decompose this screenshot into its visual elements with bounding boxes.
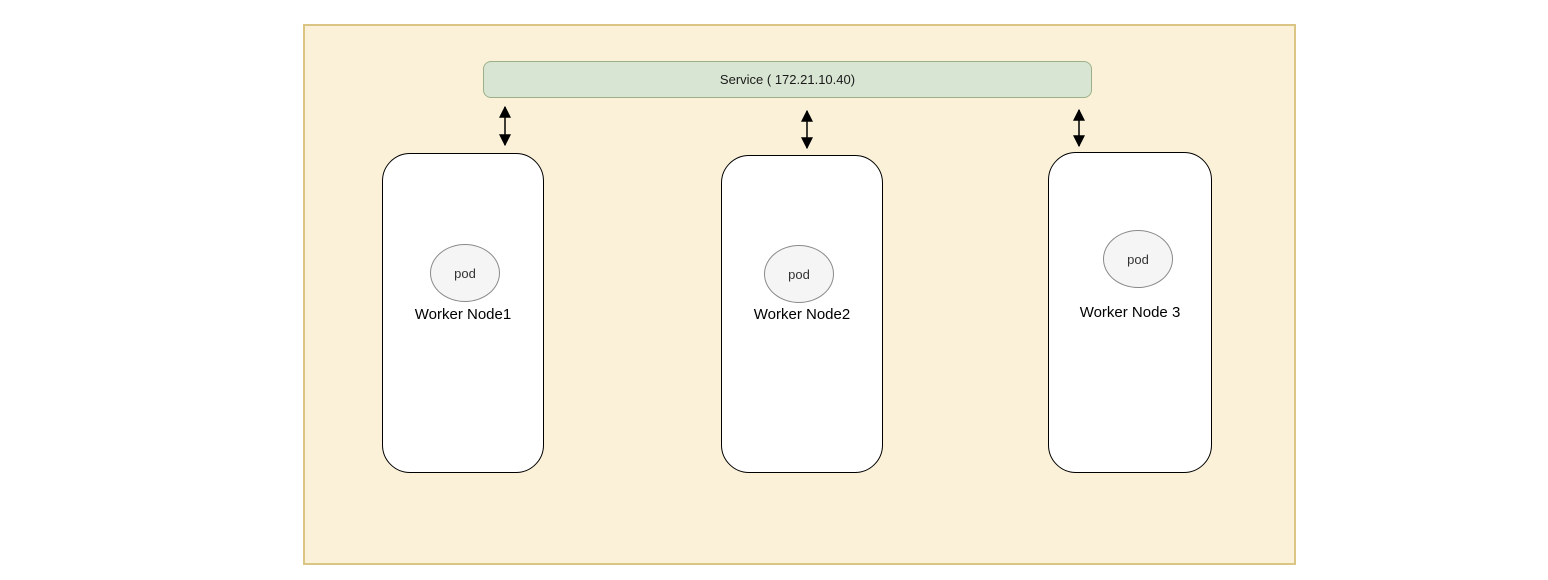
service-label: Service ( 172.21.10.40) [719, 72, 856, 87]
pod-circle-node3: pod [1103, 230, 1173, 288]
service-box: Service ( 172.21.10.40) [483, 61, 1092, 98]
worker-node-2-card: pod Worker Node2 [721, 155, 883, 473]
pod-label-node2: pod [788, 266, 810, 282]
worker-node-1-card: pod Worker Node1 [382, 153, 544, 473]
worker-node-3-card: pod Worker Node 3 [1048, 152, 1212, 473]
pod-circle-node2: pod [764, 245, 834, 303]
worker-node-2-label: Worker Node2 [753, 306, 851, 323]
pod-label-node3: pod [1127, 251, 1149, 267]
pod-circle-node1: pod [430, 244, 500, 302]
pod-label-node1: pod [454, 265, 476, 281]
worker-node-1-label: Worker Node1 [414, 306, 512, 323]
worker-node-3-label: Worker Node 3 [1079, 304, 1181, 321]
